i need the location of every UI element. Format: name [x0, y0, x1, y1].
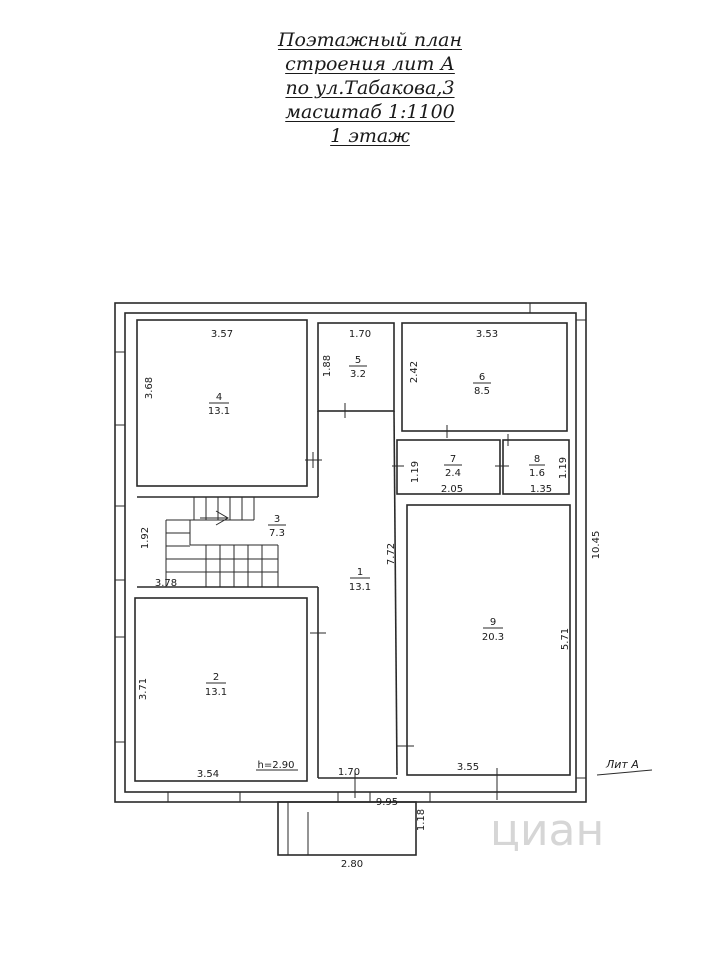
room-9 — [406, 504, 571, 776]
room-3 — [137, 496, 318, 588]
room-3-number: 3 — [274, 514, 280, 525]
dim-r4-height: 3.68 — [144, 377, 155, 399]
dim-r5-width: 1.70 — [349, 329, 371, 340]
dim-r5-height: 1.88 — [322, 355, 333, 377]
dim-r7-height: 1.19 — [410, 461, 421, 483]
dimension-labels: 3.57 3.68 1.70 1.88 3.53 2.42 1.19 2.05 … — [138, 329, 602, 870]
dim-porch-depth: 1.18 — [416, 809, 427, 831]
dim-r6-width: 3.53 — [476, 329, 498, 340]
dim-overall-width: 9.95 — [376, 797, 398, 808]
dim-r9-width: 3.55 — [457, 762, 479, 773]
room-8-area: 1.6 — [529, 468, 545, 479]
room-7-area: 2.4 — [445, 468, 461, 479]
dim-r9-height: 5.71 — [560, 628, 571, 650]
room-8-number: 8 — [534, 454, 540, 465]
dim-corridor-height: 7.72 — [386, 543, 397, 565]
dim-r7-width: 2.05 — [441, 484, 463, 495]
dim-r3-height: 1.92 — [140, 527, 151, 549]
staircase — [165, 497, 279, 587]
dim-r8-width: 1.35 — [530, 484, 552, 495]
room-1-area: 13.1 — [349, 582, 371, 593]
title-line-5: 1 этаж — [330, 125, 410, 147]
room-9-area: 20.3 — [482, 632, 504, 643]
room-1-number: 1 — [357, 567, 363, 578]
ceiling-height: h=2.90 — [258, 760, 295, 771]
dim-porch-width: 2.80 — [341, 859, 363, 870]
room-5-area: 3.2 — [350, 369, 366, 380]
dim-r2-width: 3.54 — [197, 769, 219, 780]
title-line-2: строения лит А — [285, 53, 455, 75]
dim-r8-height: 1.19 — [558, 457, 569, 479]
title-line-1: Поэтажный план — [277, 29, 463, 51]
dim-r6-height: 2.42 — [409, 361, 420, 383]
building-label: Лит А — [605, 758, 639, 771]
room-labels: 4 13.1 5 3.2 6 8.5 7 2.4 8 1.6 3 7.3 1 1… — [205, 355, 545, 698]
room-6-number: 6 — [479, 372, 485, 383]
room-2-number: 2 — [213, 672, 219, 683]
dim-overall-height: 10.45 — [591, 531, 602, 560]
watermark: циан — [490, 805, 604, 856]
dim-r4-width: 3.57 — [211, 329, 233, 340]
room-4-number: 4 — [216, 392, 222, 403]
room-9-number: 9 — [490, 617, 496, 628]
dim-corridor-width: 1.70 — [338, 767, 360, 778]
room-3-area: 7.3 — [269, 528, 285, 539]
room-1 — [310, 410, 398, 798]
room-5-number: 5 — [355, 355, 361, 366]
dim-r3-width: 3.78 — [155, 578, 177, 589]
room-2-area: 13.1 — [205, 687, 227, 698]
room-4 — [136, 319, 308, 487]
title-line-4: масштаб 1:1100 — [285, 101, 455, 123]
room-4-area: 13.1 — [208, 406, 230, 417]
porch — [277, 801, 417, 856]
room-7-number: 7 — [450, 454, 456, 465]
room-2 — [134, 597, 308, 782]
plan-title: Поэтажный план строения лит А по ул.Таба… — [0, 28, 720, 148]
room-6-area: 8.5 — [474, 386, 490, 397]
room-8 — [502, 439, 570, 495]
room-5 — [317, 322, 395, 412]
dim-r2-height: 3.71 — [138, 678, 149, 700]
room-6 — [401, 322, 568, 432]
room-7 — [396, 439, 501, 495]
title-line-3: по ул.Табакова,3 — [285, 77, 455, 99]
